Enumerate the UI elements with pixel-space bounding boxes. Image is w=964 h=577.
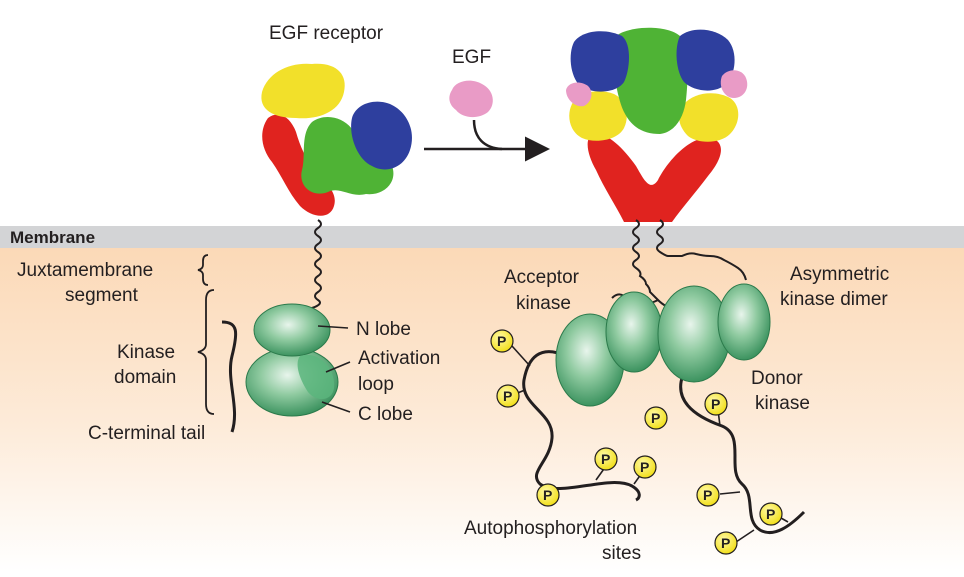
acceptor-kinase-label-line2: kinase xyxy=(516,293,571,314)
phospho-site: P xyxy=(496,384,520,408)
membrane-label: Membrane xyxy=(10,228,95,247)
p-stem xyxy=(719,491,741,495)
svg-text:P: P xyxy=(543,487,552,503)
activation-loop-label-line1: Activation xyxy=(358,348,440,369)
svg-text:P: P xyxy=(651,410,660,426)
phospho-site: P xyxy=(704,392,728,416)
phospho-site: P xyxy=(490,329,514,353)
svg-text:P: P xyxy=(640,459,649,475)
tm-helix-dimer-left xyxy=(632,219,667,307)
acceptor-n-lobe xyxy=(605,291,663,373)
svg-text:P: P xyxy=(703,487,712,503)
p-stem xyxy=(735,529,755,543)
dimer-egf-left xyxy=(566,82,592,107)
egf-binding-curve xyxy=(472,119,503,151)
dimer-egf-right xyxy=(720,70,748,98)
dimer-blue-left xyxy=(570,31,629,92)
dimer-red-domains xyxy=(587,133,721,222)
phospho-site: P xyxy=(714,531,738,555)
asymmetric-dimer-label-line1: Asymmetric xyxy=(790,264,889,285)
donor-kinase-label-line2: kinase xyxy=(755,393,810,414)
autophos-label-line1: Autophosphorylation xyxy=(464,518,637,539)
c-lobe-label: C lobe xyxy=(358,404,413,425)
svg-text:P: P xyxy=(601,451,610,467)
kinase-domain-brace xyxy=(197,289,215,415)
receptor-yellow-domain xyxy=(261,63,345,119)
kinase-domain-label-line1: Kinase xyxy=(117,342,175,363)
juxtamembrane-brace xyxy=(197,254,209,286)
svg-text:P: P xyxy=(497,333,506,349)
kinase-domain-label-line2: domain xyxy=(114,367,176,388)
activation-loop-shape xyxy=(297,354,335,400)
svg-text:P: P xyxy=(503,388,512,404)
svg-text:P: P xyxy=(766,506,775,522)
tm-helix-dimer-right xyxy=(656,219,747,281)
c-terminal-tail-label: C-terminal tail xyxy=(88,423,205,444)
autophos-label-line2: sites xyxy=(602,543,641,564)
acceptor-kinase-label-line1: Acceptor xyxy=(504,267,580,288)
svg-text:P: P xyxy=(711,396,720,412)
phospho-site: P xyxy=(594,447,618,471)
receptor-blue-domain xyxy=(351,101,412,170)
egf-receptor-monomer xyxy=(261,63,412,216)
svg-text:P: P xyxy=(721,535,730,551)
phospho-site: P xyxy=(759,502,783,526)
asymmetric-dimer-label-line2: kinase dimer xyxy=(780,289,888,310)
egf-label: EGF xyxy=(452,47,491,68)
c-lobe-pointer xyxy=(321,401,351,413)
egf-receptor-label: EGF receptor xyxy=(269,23,384,44)
donor-c-terminal-tail xyxy=(679,371,806,535)
phospho-site: P xyxy=(644,406,668,430)
c-terminal-tail xyxy=(221,320,238,433)
n-lobe-pointer xyxy=(317,325,349,329)
dimer-yellow-right xyxy=(679,93,739,142)
phospho-site: P xyxy=(696,483,720,507)
phospho-sites: P P P P P P P P P P xyxy=(490,329,789,555)
phospho-site: P xyxy=(536,483,560,507)
p-stem xyxy=(511,345,531,367)
acceptor-c-terminal-tail xyxy=(522,350,641,502)
receptor-green-domain xyxy=(301,117,394,195)
dimer-blue-right xyxy=(676,29,735,91)
donor-n-lobe xyxy=(717,283,771,361)
juxtamembrane-label-line1: Juxtamembrane xyxy=(17,260,153,281)
activation-loop-pointer xyxy=(325,361,351,373)
juxtamembrane-label-line2: segment xyxy=(65,285,139,306)
n-lobe-label: N lobe xyxy=(356,319,411,340)
activation-loop-label-line2: loop xyxy=(358,374,394,395)
egf-ligand xyxy=(449,80,493,118)
n-lobe-shape xyxy=(253,303,331,357)
monomer-kinase-domain xyxy=(221,303,339,433)
cytoplasm-region xyxy=(0,248,964,572)
dimer-green-core xyxy=(613,27,688,134)
egf-receptor-dimer xyxy=(566,27,748,222)
membrane-band xyxy=(0,226,964,248)
tm-helix-left xyxy=(297,219,322,317)
kinase-dimer xyxy=(522,283,806,535)
donor-kinase-label-line1: Donor xyxy=(751,368,803,389)
phospho-site: P xyxy=(633,455,657,479)
